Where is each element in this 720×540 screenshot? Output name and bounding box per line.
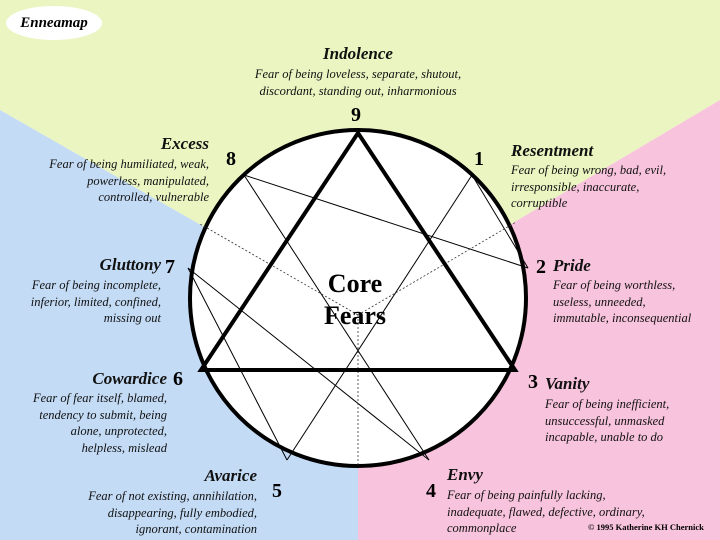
point-1-description: Fear of being wrong, bad, evil, irrespon… xyxy=(511,162,716,212)
point-9-number: 9 xyxy=(351,104,361,126)
desc-line: unsuccessful, unmasked xyxy=(545,413,665,428)
point-5-title: Avarice xyxy=(204,466,257,485)
desc-line: disappearing, fully embodied, xyxy=(107,505,257,520)
point-8-description: Fear of being humiliated, weak, powerles… xyxy=(9,156,209,206)
desc-line: powerless, manipulated, xyxy=(87,173,209,188)
desc-line: ignorant, contamination xyxy=(135,522,257,536)
point-6-description: Fear of fear itself, blamed, tendency to… xyxy=(5,390,167,456)
point-8-title: Excess xyxy=(160,134,209,153)
hexad-lines xyxy=(187,174,529,461)
point-2-number: 2 xyxy=(536,256,546,278)
point-4-title: Envy xyxy=(447,465,483,484)
core-triangle xyxy=(197,129,519,372)
desc-line: incapable, unable to do xyxy=(545,430,664,444)
desc-line: discordant, standing out, inharmonious xyxy=(259,83,457,98)
point-1-title: Resentment xyxy=(511,141,594,160)
point-3-title: Vanity xyxy=(545,374,590,393)
desc-line: Fear of being inefficient, xyxy=(545,397,670,411)
desc-line: inferior, limited, confined, xyxy=(30,294,161,309)
desc-line: Fear of fear itself, blamed, xyxy=(32,391,167,405)
core-label: Core xyxy=(327,269,383,298)
point-4-description: Fear of being painfully lacking, inadequ… xyxy=(447,487,707,537)
desc-line: Fear of being worthless, xyxy=(553,278,676,292)
point-8-number: 8 xyxy=(226,148,236,170)
desc-line: irresponsible, inaccurate, xyxy=(511,179,640,194)
desc-line: missing out xyxy=(103,311,161,325)
desc-line: useless, unneeded, xyxy=(553,294,646,309)
point-9-title: Indolence xyxy=(323,44,393,63)
point-6-title: Cowardice xyxy=(92,369,167,388)
desc-line: Fear of being loveless, separate, shutou… xyxy=(254,67,462,81)
desc-line: Fear of being humiliated, weak, xyxy=(49,157,209,171)
desc-line: controlled, vulnerable xyxy=(98,190,209,204)
point-2-description: Fear of being worthless, useless, unneed… xyxy=(553,277,718,327)
desc-line: immutable, inconsequential xyxy=(553,311,692,325)
point-7-title: Gluttony xyxy=(99,255,161,274)
point-6-number: 6 xyxy=(173,368,183,390)
point-9-description: Fear of being loveless, separate, shutou… xyxy=(218,66,498,99)
point-4-number: 4 xyxy=(426,480,436,502)
desc-line: corruptible xyxy=(511,196,568,210)
point-7-number: 7 xyxy=(165,256,175,278)
point-5-number: 5 xyxy=(272,480,282,502)
copyright-notice: © 1995 Katherine KH Chernick xyxy=(588,522,704,532)
core-fears-label: Core Fears xyxy=(300,268,410,332)
desc-line: alone, unprotected, xyxy=(70,424,167,438)
desc-line: tendency to submit, being xyxy=(39,407,167,422)
enneamap-logo: Enneamap xyxy=(6,6,102,40)
point-1-number: 1 xyxy=(474,148,484,170)
point-7-description: Fear of being incomplete, inferior, limi… xyxy=(0,277,161,327)
point-3-number: 3 xyxy=(528,371,538,393)
region-dividers xyxy=(199,221,517,466)
fears-label: Fears xyxy=(323,301,387,330)
point-5-description: Fear of not existing, annihilation, disa… xyxy=(40,488,257,538)
point-2-title: Pride xyxy=(553,256,591,275)
desc-line: Fear of being wrong, bad, evil, xyxy=(511,163,667,177)
desc-line: inadequate, flawed, defective, ordinary, xyxy=(447,504,645,519)
desc-line: Fear of being painfully lacking, xyxy=(447,488,606,502)
desc-line: Fear of being incomplete, xyxy=(31,278,161,292)
desc-line: commonplace xyxy=(447,521,517,535)
point-3-description: Fear of being inefficient, unsuccessful,… xyxy=(545,396,715,446)
desc-line: helpless, mislead xyxy=(81,440,167,455)
desc-line: Fear of not existing, annihilation, xyxy=(88,489,257,503)
